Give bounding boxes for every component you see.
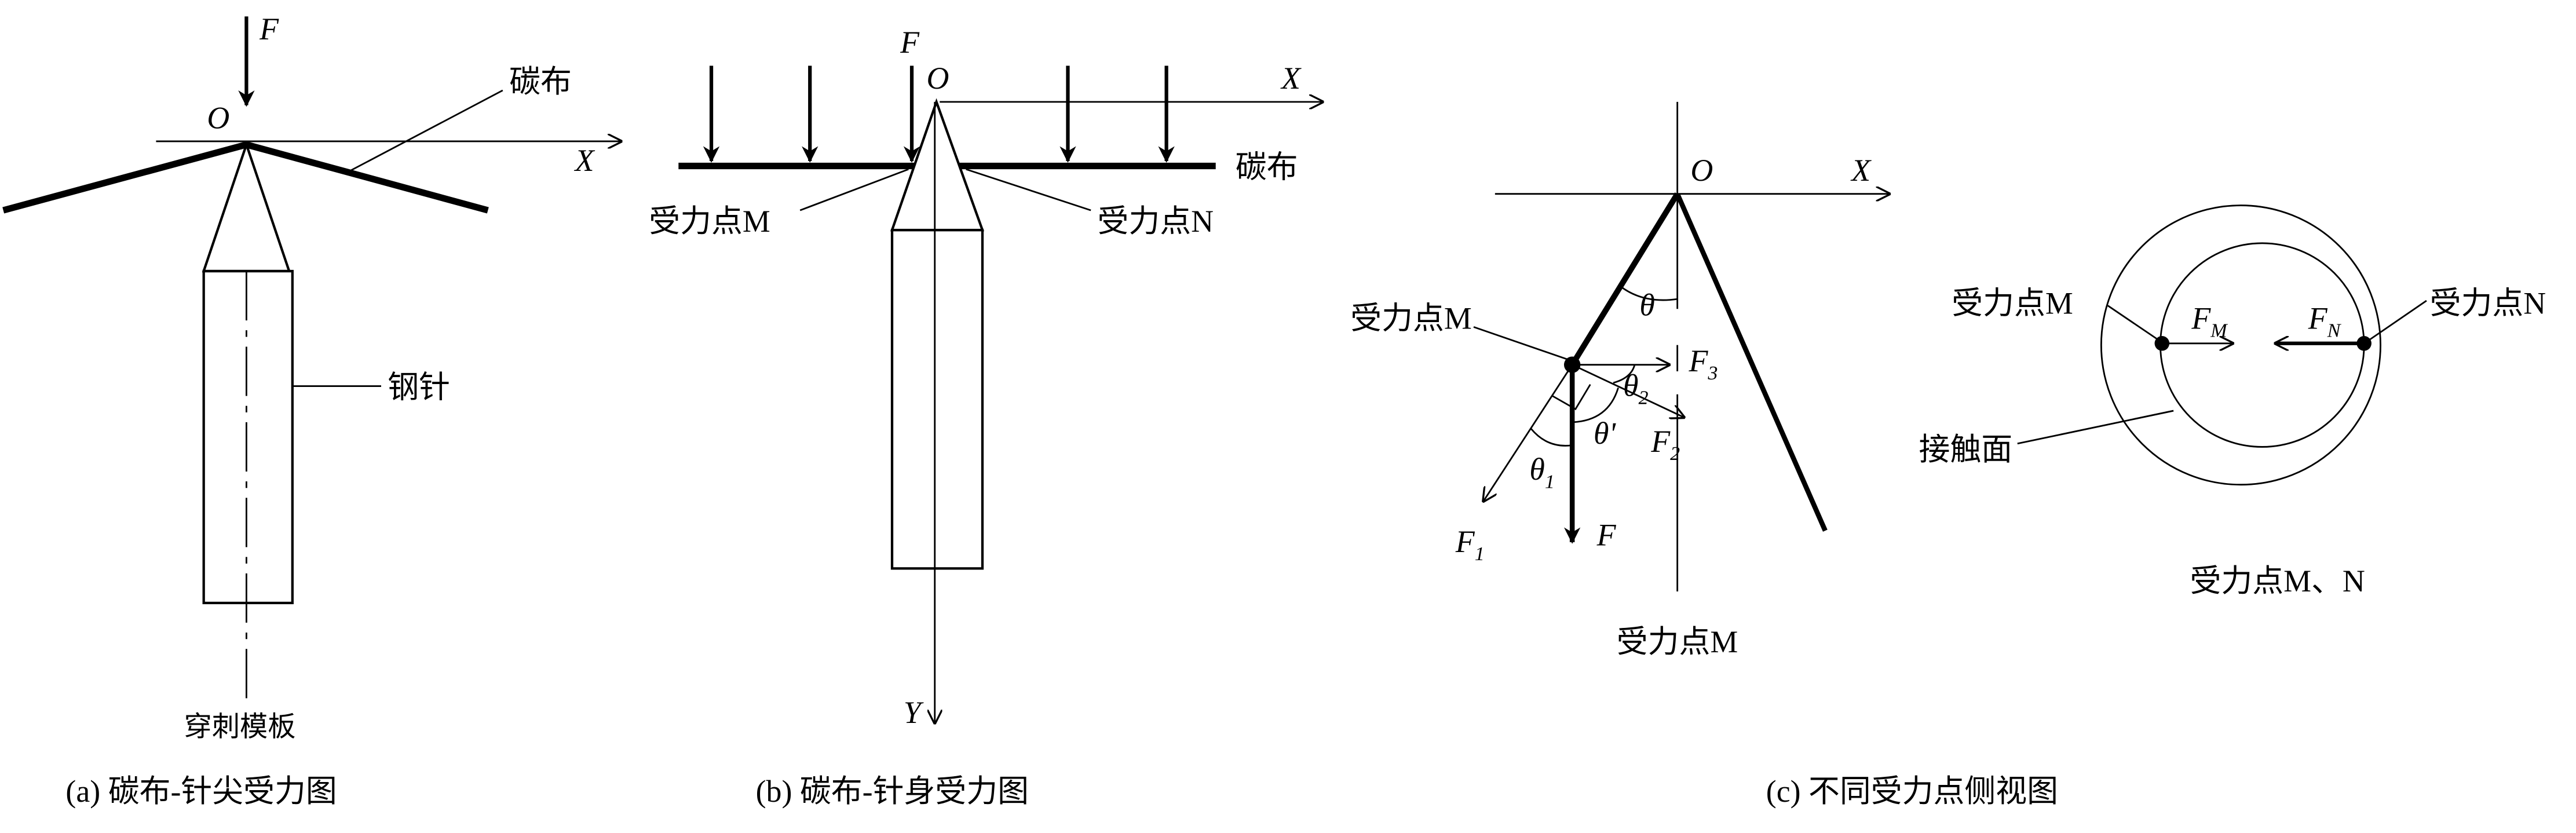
point-n-label: 受力点N (1098, 204, 1214, 239)
point-m-label: 受力点M (649, 204, 770, 239)
theta2-arc (1613, 364, 1636, 384)
needle-edge-right (1675, 192, 1828, 532)
point-n-leader (2368, 299, 2427, 341)
f1-label: F1 (1455, 524, 1485, 565)
contact-leader (2017, 410, 2174, 445)
cloth-label: 碳布 (1236, 149, 1298, 184)
caption-b: (b) 碳布-针身受力图 (756, 774, 1029, 809)
f2-label: F2 (1650, 424, 1680, 465)
needle-body (202, 269, 294, 605)
fm-label: FM (2191, 301, 2228, 341)
panel-b: F O X 碳布 Y 受力点M 受力点N (b) 碳布-针身受力图 (649, 25, 1322, 809)
cloth-leader (349, 89, 503, 172)
theta2-label: θ2 (1623, 368, 1648, 409)
caption-a: (a) 碳布-针尖受力图 (65, 774, 337, 809)
y-axis-label: Y (904, 695, 924, 730)
side-title: 受力点M (1617, 624, 1738, 659)
contact-surface-label: 接触面 (1919, 432, 2013, 467)
x-axis-label: X (1280, 61, 1302, 96)
force-f2-arrow (1572, 364, 1684, 418)
theta-prime-label: θ' (1594, 416, 1616, 451)
theta1-arc (1530, 428, 1573, 447)
carbon-cloth (2, 141, 489, 214)
fn-label: FN (2308, 301, 2342, 341)
panel-c-side: FM FN 受力点M 受力点N 接触面 受力点M、N (c) 不同受力点侧视图 (1766, 204, 2546, 809)
point-m-leader (799, 168, 909, 211)
f3-label: F3 (1689, 344, 1718, 384)
needle-tip (202, 140, 291, 273)
theta-label: θ (1639, 288, 1654, 323)
circle-point-n-label: 受力点N (2430, 286, 2546, 321)
circle-point-m-label: 受力点M (1952, 286, 2073, 321)
theta-prime-arc (1572, 387, 1619, 423)
cloth-label: 碳布 (509, 64, 572, 99)
template-label: 穿刺模板 (184, 712, 296, 743)
point-m-leader (2107, 305, 2160, 341)
panel-c-front: O X θ 受力点M F F3 F2 F1 θ2 θ' θ1 受力点M (1350, 101, 1889, 659)
needle-body (890, 228, 984, 570)
outer-circle (2100, 204, 2381, 486)
force-label: F (900, 25, 920, 60)
f-label: F (1596, 518, 1617, 553)
circle-title: 受力点M、N (2190, 564, 2365, 598)
point-n-leader (966, 168, 1091, 211)
theta-arc (1619, 285, 1678, 301)
caption-c: (c) 不同受力点侧视图 (1766, 774, 2058, 809)
origin-label: O (927, 61, 949, 96)
force-label: F (259, 12, 279, 46)
force-f1-arrow (1484, 364, 1573, 501)
theta1-label: θ1 (1529, 452, 1554, 492)
panel-a: F O X 碳布 钢针 穿刺模板 (a) 碳布-针尖受力图 (2, 12, 621, 809)
x-axis-label: X (574, 143, 595, 178)
right-angle-mark (1552, 383, 1591, 411)
origin-label: O (1690, 153, 1713, 188)
force-point-n (2356, 336, 2372, 351)
origin-label: O (207, 100, 229, 135)
needle-edge-left (1569, 192, 1680, 367)
needle-label: 钢针 (388, 370, 450, 404)
point-m-label: 受力点M (1350, 301, 1472, 335)
point-m-leader (1473, 326, 1569, 361)
x-axis-label: X (1850, 153, 1872, 188)
